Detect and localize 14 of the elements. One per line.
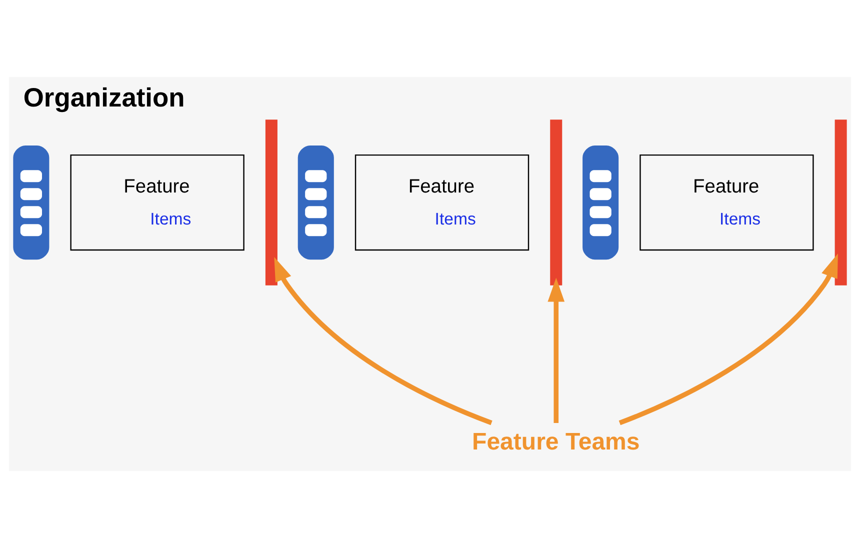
node-bar [265,120,278,286]
arrow [274,256,492,426]
arrow [618,254,838,426]
node-bar [834,120,847,286]
node-box [13,145,50,260]
node-box: Feature Items [354,154,530,251]
arrow [548,278,565,423]
node-box [298,145,334,260]
node-bar [550,120,562,286]
diagram-title: Organization [23,82,185,113]
node-text: Feature Teams [472,428,640,456]
node-box [582,145,619,260]
node-box: Feature Items [70,154,244,251]
node-box: Feature Items [640,154,814,251]
